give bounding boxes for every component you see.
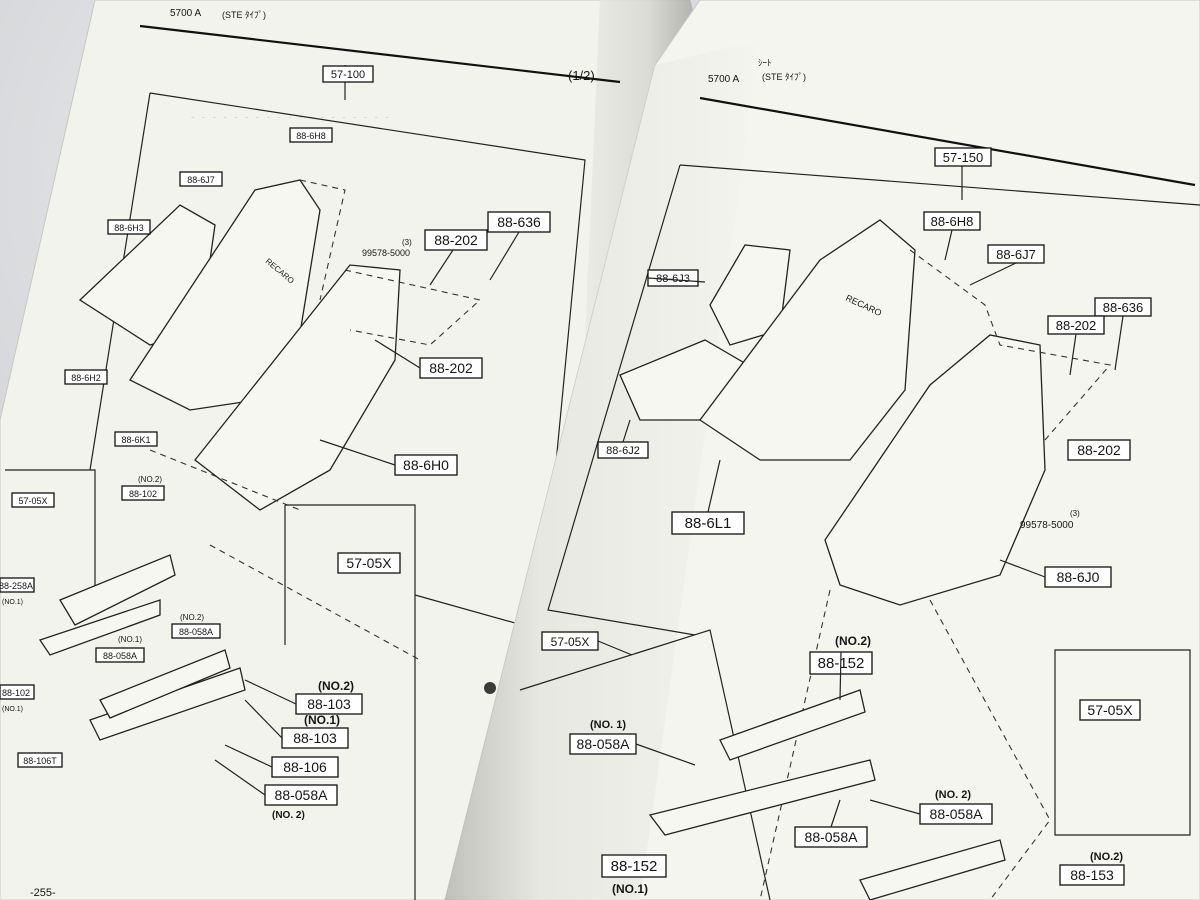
right-part-1: 88-6H8 bbox=[931, 214, 974, 229]
right-note-3: (NO.2) bbox=[835, 634, 871, 648]
left-part-18: 88-103 bbox=[307, 696, 351, 712]
right-part-4: 88-636 bbox=[1103, 300, 1143, 315]
left-part-5: 88-6K1 bbox=[121, 435, 150, 445]
left-note-4: (NO.2) bbox=[180, 613, 204, 622]
left-part-19: 88-103 bbox=[293, 730, 337, 746]
right-part-labels: 57-150 88-6H8 88-6J7 88-6J3 88-636 88-20… bbox=[541, 147, 1152, 896]
right-part-17: 88-153 bbox=[1070, 867, 1114, 883]
left-part-10: 57-05X bbox=[18, 496, 47, 506]
left-part-20: 88-106 bbox=[283, 759, 327, 775]
seat-shell-drawing bbox=[194, 264, 401, 511]
left-part-9: 88-6H0 bbox=[403, 457, 449, 473]
left-part-14: 88-258A bbox=[0, 581, 33, 591]
right-part-15: 88-058A bbox=[805, 829, 859, 845]
left-note-9: (NO.1) bbox=[304, 713, 340, 727]
right-part-16: 88-152 bbox=[611, 858, 658, 875]
left-page-fraction: (1/2) bbox=[568, 68, 595, 83]
seatback-drawing bbox=[129, 179, 321, 411]
right-part-7: 88-6J2 bbox=[606, 445, 640, 457]
left-part-12: 88-058A bbox=[179, 627, 213, 637]
left-part-21: 88-058A bbox=[275, 787, 329, 803]
left-note-6: (NO.1) bbox=[2, 599, 23, 606]
right-page: 5700 A ｼｰﾄ (STE ﾀｲﾌﾟ) RECARO bbox=[444, 0, 1200, 900]
right-header-title: ｼｰﾄ bbox=[758, 58, 772, 68]
seat-shell-drawing bbox=[824, 334, 1046, 606]
right-header-code: 5700 A bbox=[708, 74, 739, 85]
left-header-code: 5700 A bbox=[170, 8, 201, 19]
right-note-4: (NO. 1) bbox=[590, 719, 626, 731]
right-note-7: (NO.2) bbox=[1090, 851, 1123, 863]
left-part-13: 88-058A bbox=[103, 651, 137, 661]
right-part-5: 88-202 bbox=[1056, 318, 1096, 333]
right-part-3: 88-6J3 bbox=[656, 273, 690, 285]
seatback-drawing bbox=[699, 219, 916, 461]
right-group-label: 57-150 bbox=[943, 150, 983, 165]
left-part-1: 88-6H8 bbox=[296, 131, 326, 141]
right-part-10: 57-05X bbox=[551, 635, 590, 649]
right-note-2: (3) bbox=[1070, 509, 1080, 518]
right-part-12: 88-058A bbox=[577, 736, 631, 752]
left-note-8: (NO.2) bbox=[318, 679, 354, 693]
left-note-5: (NO.1) bbox=[118, 635, 142, 644]
left-part-2: 88-6J7 bbox=[187, 175, 215, 185]
right-note-5: (NO. 2) bbox=[935, 789, 971, 801]
right-header-sub: (STE ﾀｲﾌﾟ) bbox=[762, 72, 806, 82]
left-part-17: 57-05X bbox=[346, 555, 392, 571]
left-part-6: 88-202 bbox=[434, 232, 478, 248]
left-part-16: 88-106T bbox=[23, 756, 57, 766]
left-page-number: -255- bbox=[30, 887, 56, 899]
left-note-7: (NO.1) bbox=[2, 706, 23, 713]
right-part-8: 88-6L1 bbox=[685, 515, 732, 532]
right-note-1: 99578-5000 bbox=[1020, 520, 1074, 531]
right-part-6: 88-202 bbox=[1077, 442, 1121, 458]
left-part-7: 88-636 bbox=[497, 214, 541, 230]
right-part-9: 88-6J0 bbox=[1057, 569, 1100, 585]
left-note-3: (NO.2) bbox=[138, 475, 162, 484]
left-part-8: 88-202 bbox=[429, 360, 473, 376]
right-part-2: 88-6J7 bbox=[996, 247, 1036, 262]
seatback-pad-drawing bbox=[709, 244, 791, 346]
left-part-3: 88-6H3 bbox=[114, 223, 144, 233]
right-note-6: (NO.1) bbox=[612, 882, 648, 896]
faint-bleedthrough: - - - - - - - - - - - - - - - - - - - bbox=[190, 113, 390, 123]
left-group-label: 57-100 bbox=[331, 69, 365, 81]
left-part-11: 88-102 bbox=[129, 489, 157, 499]
left-part-labels: 57-100 88-6H8 88-6J7 88-6H3 88-6H2 88-6K… bbox=[0, 65, 551, 821]
left-note-1: 99578-5000 bbox=[362, 248, 410, 258]
left-note-10: (NO. 2) bbox=[272, 810, 305, 821]
right-part-13: 57-05X bbox=[1087, 702, 1133, 718]
left-note-2: (3) bbox=[402, 238, 412, 247]
binder-hole bbox=[484, 682, 496, 694]
left-header-sub: (STE ﾀｲﾌﾟ) bbox=[222, 10, 266, 20]
right-part-14: 88-058A bbox=[930, 806, 984, 822]
left-part-4: 88-6H2 bbox=[71, 373, 101, 383]
left-part-15: 88-102 bbox=[2, 688, 30, 698]
